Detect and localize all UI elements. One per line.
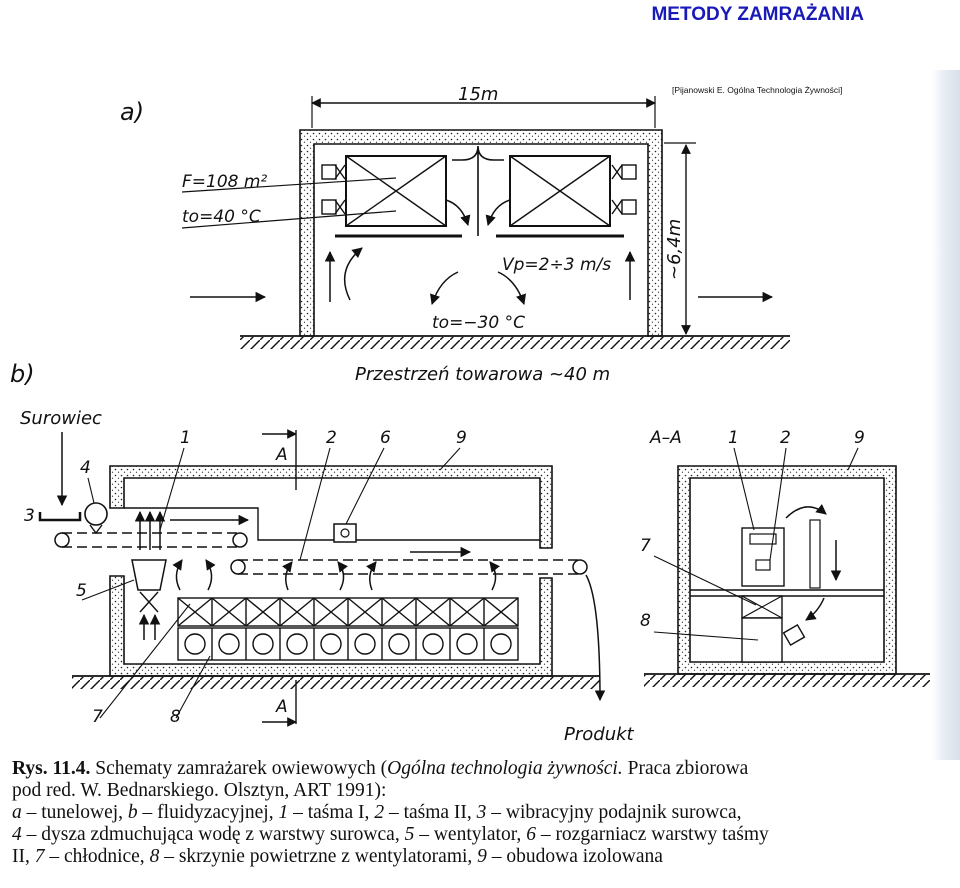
caption-key: 2 <box>374 802 385 823</box>
caption-text: – obudowa izolowana <box>486 846 663 867</box>
caption-text: Praca zbiorowa <box>622 758 749 779</box>
callout-9: 9 <box>456 428 467 448</box>
cooler-row <box>177 597 519 627</box>
page-edge-strip <box>932 70 960 760</box>
width-dimension: 15m <box>311 84 656 128</box>
caption-source-title: Ogólna technologia żywności. <box>387 758 623 779</box>
section-callout-9: 9 <box>854 428 865 448</box>
caption-text: – tunelowej, <box>21 802 128 823</box>
section-callout-2: 2 <box>780 428 791 448</box>
belt-1 <box>54 532 248 548</box>
height-dimension: ~6,4m <box>664 142 696 335</box>
caption-text: – dysza zdmuchująca wodę z warstwy surow… <box>21 824 405 845</box>
caption-key: 7 <box>34 846 45 867</box>
output-label: Produkt <box>564 724 635 745</box>
caption-key: 1 <box>278 802 289 823</box>
floor-b <box>72 675 600 689</box>
callout-2: 2 <box>326 428 337 448</box>
freezer-diagram: a) [Pijanowski E. Ogólna Technologia Żyw… <box>0 40 960 888</box>
section-arrows <box>785 503 842 621</box>
caption-key: 5 <box>404 824 415 845</box>
caption-key: b <box>127 802 138 823</box>
floor-a <box>240 335 790 349</box>
section-mark-bottom: A <box>262 680 297 727</box>
part-a-label: a) <box>120 98 144 126</box>
section-callout-7: 7 <box>640 536 651 556</box>
cooler-left <box>321 155 462 238</box>
temp-in-label: to=40 °C <box>182 207 261 227</box>
area-label: F=108 m² <box>182 172 267 192</box>
space-label: Przestrzeń towarowa ~40 m <box>355 364 610 385</box>
caption-key: 3 <box>476 802 487 823</box>
caption-text: Schematy zamrażarek owiewowych ( <box>95 758 388 779</box>
caption-key: 4 <box>12 824 22 845</box>
caption-figure-number: Rys. 11.4. <box>12 758 91 779</box>
fan <box>131 559 167 591</box>
callout-5: 5 <box>76 581 87 601</box>
temp-out-label: to=−30 °C <box>432 313 525 333</box>
callout-7: 7 <box>92 707 103 727</box>
caption-text: – rozgarniacz warstwy taśmy <box>535 824 769 845</box>
part-b-label: b) <box>10 360 35 388</box>
section-housing <box>677 465 897 675</box>
section-callout-8: 8 <box>640 611 651 631</box>
callout-1: 1 <box>180 428 191 448</box>
caption-text: – wentylator, <box>414 824 527 845</box>
caption-text: II, <box>12 846 35 867</box>
caption-text: – skrzynie powietrzne z wentylatorami, <box>159 846 478 867</box>
header: METODY ZAMRAŻANIA <box>0 0 960 40</box>
velocity-label: Vp=2÷3 m/s <box>502 255 611 275</box>
caption-key: a <box>12 802 22 823</box>
caption-text: – wibracyjny podajnik surowca, <box>486 802 742 823</box>
callout-8: 8 <box>170 707 181 727</box>
caption-text: – taśma II, <box>384 802 477 823</box>
caption-text: – chłodnice, <box>44 846 150 867</box>
page-title: METODY ZAMRAŻANIA <box>651 4 864 25</box>
height-dim-label: ~6,4m <box>664 219 685 280</box>
belt-2 <box>230 559 588 575</box>
source-note: [Pijanowski E. Ogólna Technologia Żywnoś… <box>672 85 842 95</box>
caption-line-3: a – tunelowej, b – fluidyzacyjnej, 1 – t… <box>12 802 942 824</box>
insulated-housing <box>109 465 553 677</box>
caption-text: – taśma I, <box>288 802 375 823</box>
section-label-bottom: A <box>275 697 288 717</box>
callout-4: 4 <box>80 458 91 478</box>
airflow-arrows-a <box>190 199 774 305</box>
callout-3: 3 <box>24 506 35 526</box>
caption-line-5: II, 7 – chłodnice, 8 – skrzynie powietrz… <box>12 846 942 868</box>
input-label: Surowiec <box>20 408 102 429</box>
spreader <box>333 523 357 543</box>
cooler-right <box>496 155 637 238</box>
width-dim-label: 15m <box>458 84 498 105</box>
diagram-svg: a) [Pijanowski E. Ogólna Technologia Żyw… <box>10 84 930 745</box>
caption-line-4: 4 – dysza zdmuchująca wodę z warstwy sur… <box>12 824 942 846</box>
caption-key: 9 <box>477 846 487 867</box>
section-title: A–A <box>649 428 682 448</box>
section-label-top: A <box>275 445 288 465</box>
caption-key: 8 <box>149 846 160 867</box>
caption-key: 6 <box>526 824 536 845</box>
figure-caption: Rys. 11.4. Schematy zamrażarek owiewowyc… <box>12 758 942 868</box>
caption-line-2: pod red. W. Bednarskiego. Olsztyn, ART 1… <box>12 780 387 801</box>
callout-6: 6 <box>380 428 391 448</box>
caption-line-1: Rys. 11.4. Schematy zamrażarek owiewowyc… <box>12 758 942 780</box>
fan-box-row <box>177 627 519 661</box>
caption-text: – fluidyzacyjnej, <box>137 802 279 823</box>
section-callout-1: 1 <box>728 428 739 448</box>
section-mark-top: A <box>262 429 297 490</box>
